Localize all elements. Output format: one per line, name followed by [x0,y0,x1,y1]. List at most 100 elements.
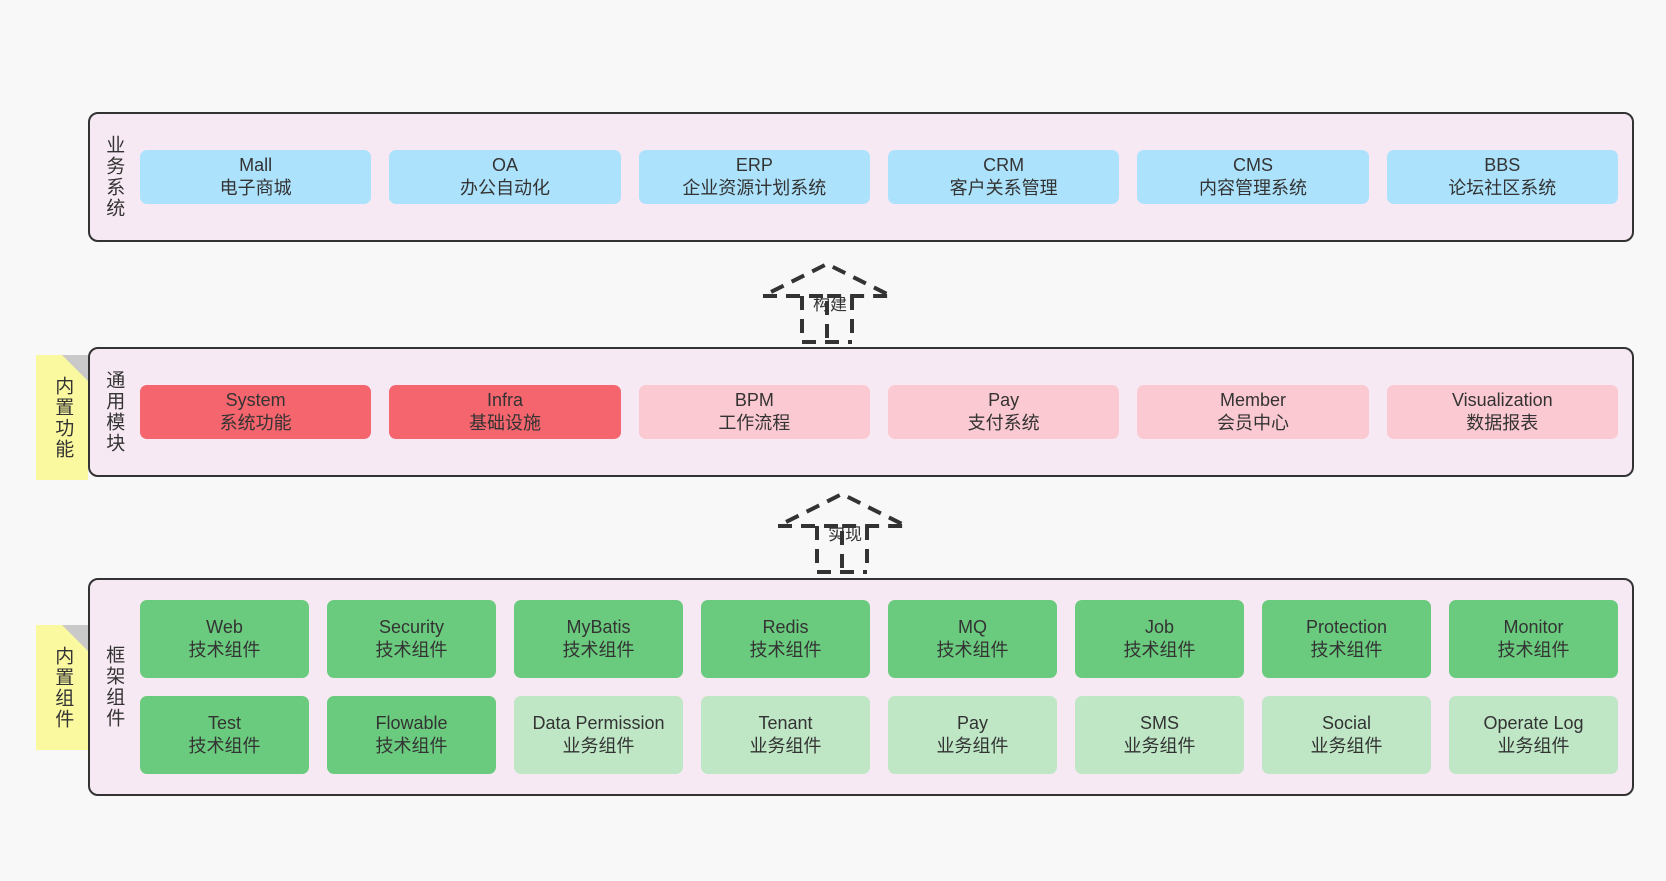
card-flowable[interactable]: Flowable 技术组件 [327,696,496,774]
card-title: Flowable [375,713,448,734]
card-title: OA [491,155,518,176]
card-subtitle: 业务组件 [1310,736,1383,756]
card-title: Operate Log [1483,713,1584,734]
layer-title-common-modules: 通用模块 [103,370,125,454]
card-subtitle: 技术组件 [1310,640,1383,660]
card-pay-component[interactable]: Pay 业务组件 [888,696,1057,774]
card-security[interactable]: Security 技术组件 [327,600,496,678]
card-title: Protection [1305,617,1388,638]
connector-build: 构建 [757,262,907,344]
layer-title-business-systems: 业务系统 [103,135,125,219]
card-subtitle: 业务组件 [936,736,1009,756]
card-subtitle: 业务组件 [749,736,822,756]
card-erp[interactable]: ERP 企业资源计划系统 [638,150,870,204]
generalization-arrow-icon [762,262,892,344]
card-title: ERP [735,155,773,176]
card-title: Mall [239,155,273,176]
card-title: CMS [1232,155,1273,176]
layer-business-systems: 业务系统 Mall 电子商城 OA 办公自动化 ERP 企业资源计划系统 CRM… [88,112,1634,242]
card-operate-log[interactable]: Operate Log 业务组件 [1449,696,1618,774]
card-title: CRM [983,155,1025,176]
layer-body-common-modules: System 系统功能 Infra 基础设施 BPM 工作流程 Pay 支付系统… [136,349,1632,475]
card-bpm[interactable]: BPM 工作流程 [638,385,870,439]
card-title: Visualization [1451,390,1553,411]
card-title: MyBatis [566,617,631,638]
card-title: Infra [486,390,523,411]
card-subtitle: 技术组件 [375,640,448,660]
card-pay[interactable]: Pay 支付系统 [887,385,1120,439]
card-subtitle: 会员中心 [1216,413,1289,433]
note-text: 内置功能 [52,375,74,460]
card-subtitle: 技术组件 [749,640,822,660]
card-title: Social [1321,713,1372,734]
note-fold-icon [62,355,88,381]
card-social[interactable]: Social 业务组件 [1262,696,1431,774]
card-title: Security [378,617,445,638]
card-subtitle: 业务组件 [1497,736,1570,756]
generalization-arrow-icon [777,492,907,574]
layer-common-modules: 通用模块 System 系统功能 Infra 基础设施 BPM 工作流程 Pay… [88,347,1634,477]
card-oa[interactable]: OA 办公自动化 [389,150,621,204]
card-subtitle: 业务组件 [1123,736,1196,756]
card-protection[interactable]: Protection 技术组件 [1262,600,1431,678]
card-subtitle: 技术组件 [188,736,261,756]
card-mq[interactable]: MQ 技术组件 [888,600,1057,678]
layer-framework-components: 框架组件 Web 技术组件 Security 技术组件 MyBatis 技术组件… [88,578,1634,796]
card-subtitle: 客户关系管理 [949,178,1058,198]
card-subtitle: 企业资源计划系统 [682,178,827,198]
card-subtitle: 业务组件 [562,736,635,756]
card-mall[interactable]: Mall 电子商城 [140,150,372,204]
card-title: Test [207,713,241,734]
card-row: System 系统功能 Infra 基础设施 BPM 工作流程 Pay 支付系统… [140,385,1618,439]
card-title: Job [1144,617,1175,638]
card-data-permission[interactable]: Data Permission 业务组件 [514,696,683,774]
card-infra[interactable]: Infra 基础设施 [389,385,621,439]
card-title: Monitor [1503,617,1564,638]
layer-title-framework-components: 框架组件 [103,645,125,729]
card-title: Redis [762,617,809,638]
card-tenant[interactable]: Tenant 业务组件 [701,696,870,774]
card-subtitle: 技术组件 [562,640,635,660]
layer-body-business-systems: Mall 电子商城 OA 办公自动化 ERP 企业资源计划系统 CRM 客户关系… [136,114,1632,240]
card-subtitle: 工作流程 [718,413,791,433]
card-subtitle: 技术组件 [1497,640,1570,660]
card-subtitle: 论坛社区系统 [1448,178,1557,198]
card-subtitle: 办公自动化 [459,178,550,198]
card-subtitle: 基础设施 [468,413,541,433]
card-bbs[interactable]: BBS 论坛社区系统 [1386,150,1618,204]
note-text: 内置组件 [52,645,74,730]
card-row: Test 技术组件 Flowable 技术组件 Data Permission … [140,696,1618,774]
card-row: Mall 电子商城 OA 办公自动化 ERP 企业资源计划系统 CRM 客户关系… [140,150,1618,204]
card-web[interactable]: Web 技术组件 [140,600,309,678]
card-title: Web [206,617,243,638]
card-title: BPM [734,390,774,411]
card-cms[interactable]: CMS 内容管理系统 [1137,150,1369,204]
card-crm[interactable]: CRM 客户关系管理 [887,150,1120,204]
card-subtitle: 电子商城 [219,178,292,198]
card-member[interactable]: Member 会员中心 [1137,385,1369,439]
card-title: SMS [1139,713,1179,734]
card-job[interactable]: Job 技术组件 [1075,600,1244,678]
sticky-note-built-in-components: 内置组件 [36,625,88,750]
card-title: MQ [958,617,987,638]
card-subtitle: 技术组件 [188,640,261,660]
card-redis[interactable]: Redis 技术组件 [701,600,870,678]
card-title: Data Permission [532,713,665,734]
card-test[interactable]: Test 技术组件 [140,696,309,774]
card-mybatis[interactable]: MyBatis 技术组件 [514,600,683,678]
card-visualization[interactable]: Visualization 数据报表 [1386,385,1618,439]
card-title: Tenant [758,713,813,734]
card-title: Pay [956,713,989,734]
card-row: Web 技术组件 Security 技术组件 MyBatis 技术组件 Redi… [140,600,1618,678]
card-monitor[interactable]: Monitor 技术组件 [1449,600,1618,678]
card-subtitle: 支付系统 [967,413,1040,433]
sticky-note-built-in-features: 内置功能 [36,355,88,480]
card-sms[interactable]: SMS 业务组件 [1075,696,1244,774]
connector-build-label: 构建 [813,295,847,314]
card-system[interactable]: System 系统功能 [140,385,372,439]
connector-implement: 实现 [772,492,922,574]
connector-implement-label: 实现 [828,525,862,544]
card-title: Pay [988,390,1020,411]
card-title: BBS [1484,155,1521,176]
